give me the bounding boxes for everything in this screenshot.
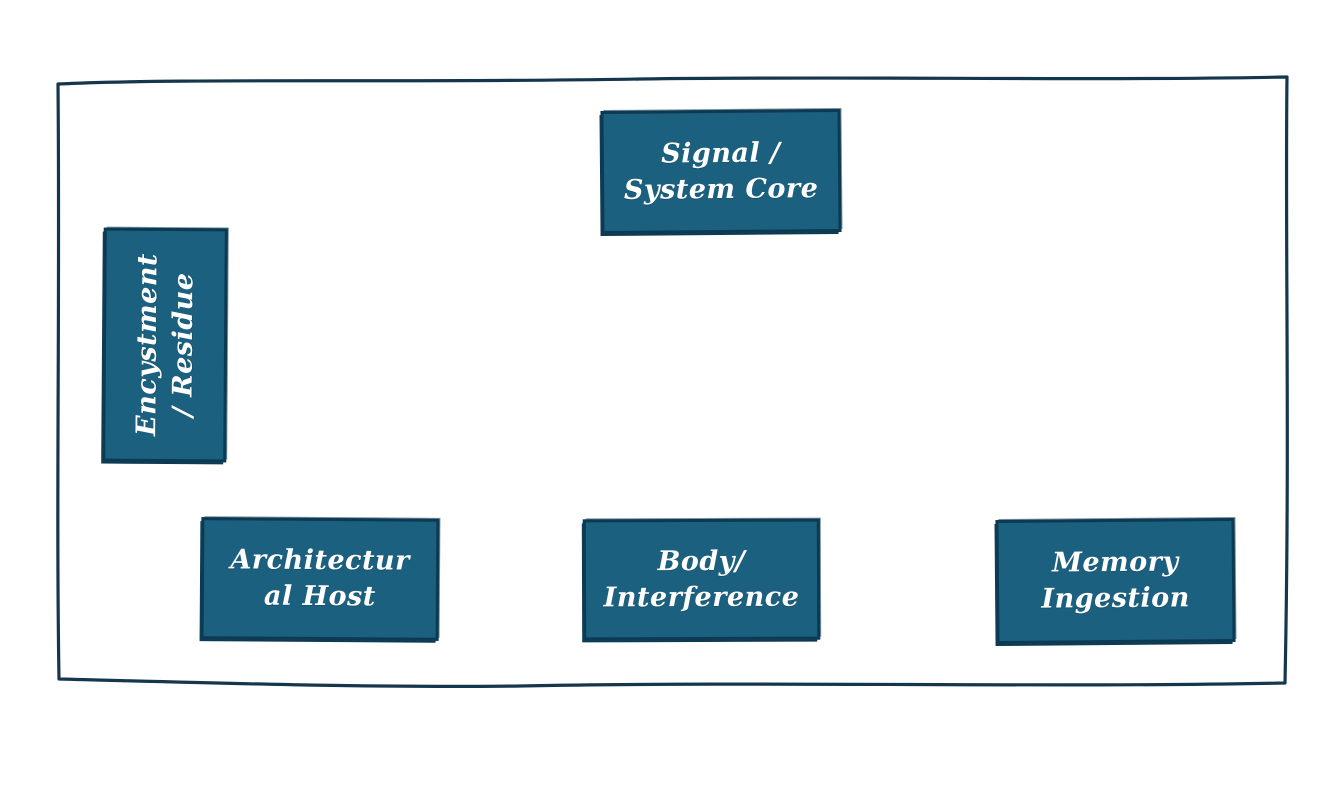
label-line: Interference <box>603 581 800 613</box>
node-signal-system-core[interactable]: Signal / System Core <box>600 108 842 235</box>
label-line: System Core <box>623 172 819 206</box>
node-encystment-residue[interactable]: Encystment / Residue <box>102 227 228 463</box>
node-memory-ingestion-label: Memory Ingestion <box>1041 545 1190 618</box>
label-line: Encystment <box>130 253 164 437</box>
node-signal-system-core-label: Signal / System Core <box>623 135 819 208</box>
label-line: al Host <box>263 580 376 613</box>
node-encystment-residue-label: Encystment / Residue <box>129 253 202 436</box>
label-line: Ingestion <box>1041 582 1190 615</box>
node-memory-ingestion[interactable]: Memory Ingestion <box>995 517 1236 645</box>
node-body-interference-label: Body/ Interference <box>604 544 800 616</box>
outer-frame-border[interactable] <box>56 75 1289 688</box>
label-line: / Residue <box>166 272 199 418</box>
label-line: Signal / <box>661 137 781 170</box>
node-architectural-host[interactable]: Architectur al Host <box>200 517 440 641</box>
node-body-interference[interactable]: Body/ Interference <box>582 518 821 641</box>
label-line: Memory <box>1051 546 1179 579</box>
label-line: Body/ <box>657 545 746 578</box>
node-architectural-host-label: Architectur al Host <box>230 543 410 616</box>
label-line: Architectur <box>230 544 410 578</box>
